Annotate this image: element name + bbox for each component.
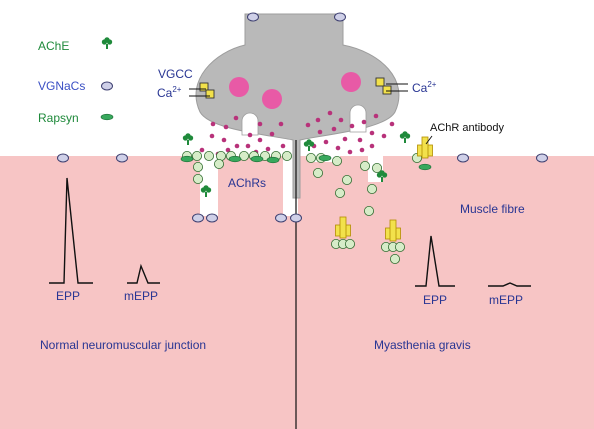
rapsyn-legend-icon xyxy=(100,113,114,121)
achr-receptor xyxy=(192,173,204,185)
epp-normal-trace xyxy=(49,177,93,284)
ach-molecule xyxy=(347,149,353,155)
ach-molecule xyxy=(269,131,275,137)
achr-receptor xyxy=(366,183,378,195)
achr-receptor xyxy=(331,155,343,167)
ach-molecule xyxy=(381,133,387,139)
vgnac-legend-icon xyxy=(101,81,113,91)
achr-receptor xyxy=(389,253,401,265)
ach-molecule xyxy=(278,121,284,127)
ach-molecule xyxy=(210,121,216,127)
nerve-terminal xyxy=(195,13,400,199)
vgcc-label: VGCC xyxy=(158,67,193,81)
ach-molecule xyxy=(349,123,355,129)
waveforms xyxy=(49,177,531,287)
ach-molecule xyxy=(265,146,271,152)
muscle-fibre-label: Muscle fibre xyxy=(460,202,525,216)
achr-receptor xyxy=(305,152,317,164)
mepp-normal-label: mEPP xyxy=(124,289,158,303)
achrs-label: AChRs xyxy=(228,176,266,190)
achr-receptor xyxy=(281,150,293,162)
ach-molecule xyxy=(234,143,240,149)
mg-title: Myasthenia gravis xyxy=(374,338,471,352)
epp-mg-trace xyxy=(415,235,455,287)
ach-molecule xyxy=(389,121,395,127)
ach-molecule xyxy=(223,124,229,130)
antibody-pointer xyxy=(425,135,433,145)
normal-nmj-title: Normal neuromuscular junction xyxy=(40,338,206,352)
ach-molecule xyxy=(373,113,379,119)
mepp-mg-label: mEPP xyxy=(489,293,523,307)
ach-molecule xyxy=(369,143,375,149)
achr-receptor xyxy=(213,158,225,170)
achr-receptor xyxy=(192,161,204,173)
ach-molecule xyxy=(233,115,239,121)
ache-legend-icon xyxy=(101,37,113,49)
mepp-normal-trace xyxy=(127,263,160,284)
ach-molecule xyxy=(209,133,215,139)
ach-molecule xyxy=(359,147,365,153)
ca-right-label: Ca2+ xyxy=(412,80,437,95)
ach-molecule xyxy=(369,130,375,136)
achr-receptor xyxy=(203,150,215,162)
ach-molecule xyxy=(225,147,231,153)
ach-molecule xyxy=(257,121,263,127)
legend xyxy=(100,37,114,121)
ach-molecule xyxy=(357,137,363,143)
ach-molecule xyxy=(342,136,348,142)
ach-molecule xyxy=(315,117,321,123)
ach-molecule xyxy=(221,137,227,143)
legend-ache-label: AChE xyxy=(38,39,69,53)
ach-molecule xyxy=(199,147,205,153)
vgcc-arrows xyxy=(189,83,408,97)
ach-molecule xyxy=(280,143,286,149)
ach-molecule xyxy=(338,117,344,123)
epp-normal-label: EPP xyxy=(56,289,80,303)
achr-receptor xyxy=(359,160,371,172)
ach-molecule xyxy=(257,137,263,143)
vgcc-channels xyxy=(199,77,392,99)
legend-rapsyn-label: Rapsyn xyxy=(38,111,79,125)
synaptic-vesicles xyxy=(229,72,361,109)
achr-receptor xyxy=(312,167,324,179)
achr-receptor xyxy=(341,174,353,186)
ach-molecule xyxy=(305,122,311,128)
mepp-mg-trace xyxy=(488,282,531,287)
ach-molecule xyxy=(245,143,251,149)
ach-molecule xyxy=(247,132,253,138)
achr-receptor xyxy=(344,238,356,250)
achr-receptor xyxy=(334,187,346,199)
achr-antibody-label: AChR antibody xyxy=(430,122,504,134)
ach-molecule xyxy=(361,119,367,125)
epp-mg-label: EPP xyxy=(423,293,447,307)
ach-molecule xyxy=(335,145,341,151)
ca-left-label: Ca2+ xyxy=(157,85,182,100)
ach-molecule xyxy=(327,110,333,116)
legend-vgnacs-label: VGNaCs xyxy=(38,79,85,93)
achr-receptor xyxy=(191,150,203,162)
ach-molecule xyxy=(323,139,329,145)
ach-molecule xyxy=(317,129,323,135)
achr-receptor xyxy=(394,241,406,253)
achr-receptor xyxy=(363,205,375,217)
ach-molecule xyxy=(331,126,337,132)
